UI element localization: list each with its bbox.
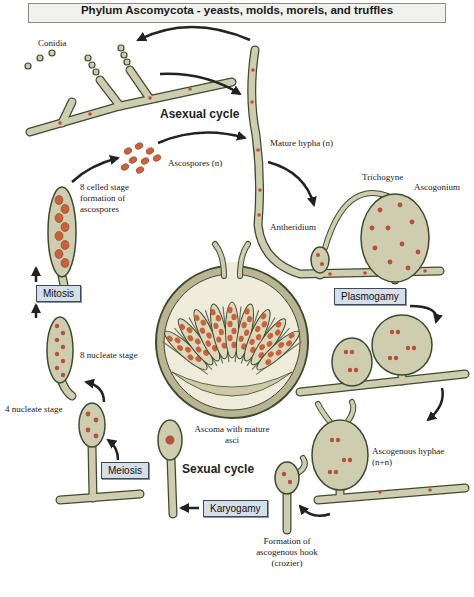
stage-label: Formation of ascogenous hook (crozier) [242,536,332,569]
process-box: Plasmogamy [334,288,406,305]
cycle-label: Asexual cycle [160,107,239,121]
cycle-label: Sexual cycle [182,462,254,476]
process-box: Meiosis [101,462,149,479]
structure-label: Ascoma with mature asci [192,424,272,446]
stage-label: 8 celled stage formation of ascospores [80,182,152,215]
structure-label: Trichogyne [362,172,403,183]
structure-label: Mature hypha (n) [270,138,333,149]
process-name: Mitosis [43,287,74,300]
stage-label: 4 nucleate stage [5,404,62,415]
diagram-title: Phylum Ascomycota - yeasts, molds, morel… [28,3,446,23]
structure-label: Ascogenous hyphae (n+n) [372,446,464,468]
structure-label: Ascogonium [414,182,460,193]
process-name: Meiosis [108,464,142,477]
process-name: Karyogamy [210,502,261,515]
structure-label: Antheridium [270,222,316,233]
process-box: Mitosis [36,285,81,302]
structure-label: Conidia [38,38,67,49]
process-box: Karyogamy [203,500,268,517]
stage-label: 8 nucleate stage [80,350,137,361]
structure-label: Ascospores (n) [168,158,222,169]
process-name: Plasmogamy [341,290,399,303]
